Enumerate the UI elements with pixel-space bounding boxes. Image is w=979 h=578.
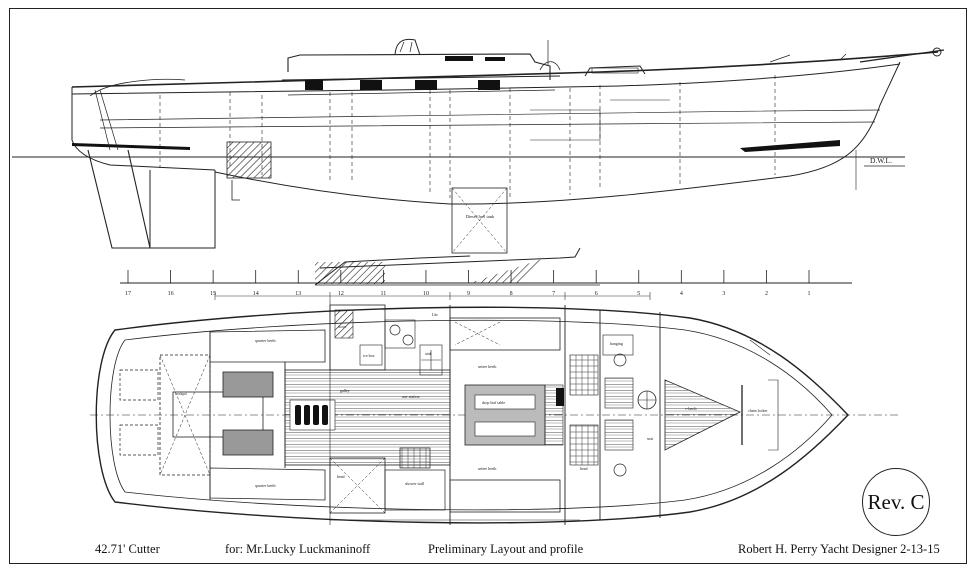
drawing-border bbox=[9, 8, 967, 564]
station-label: 16 bbox=[168, 291, 174, 297]
label-chain-locker: chain locker bbox=[748, 408, 768, 413]
rudder bbox=[87, 149, 151, 249]
label-stove: stove bbox=[338, 324, 347, 329]
label-table: drop leaf table bbox=[482, 400, 505, 405]
v-berth bbox=[664, 379, 741, 451]
keel bbox=[319, 247, 581, 269]
station-labels: 17 16 15 14 13 12 11 10 9 8 7 6 5 4 3 2 1 bbox=[125, 291, 811, 297]
station-label: 2 bbox=[765, 291, 768, 297]
station-label: 10 bbox=[423, 291, 429, 297]
label-quarter-berth-stbd: quarter berth bbox=[255, 483, 276, 488]
station-label: 1 bbox=[808, 291, 811, 297]
station-label: 15 bbox=[210, 291, 216, 297]
client-name: for: Mr.Lucky Luckmaninoff bbox=[225, 542, 371, 556]
label-head: head bbox=[337, 474, 345, 479]
drawing-description: Preliminary Layout and profile bbox=[428, 542, 584, 556]
label-galley: galley bbox=[340, 388, 350, 393]
label-vberth: v-berth bbox=[685, 406, 697, 411]
hull-topsides bbox=[71, 87, 216, 171]
label-deck: cockpit bbox=[175, 391, 188, 396]
station-label: 12 bbox=[338, 291, 344, 297]
revision-stamp: Rev. C bbox=[862, 468, 930, 536]
label-shower: shower stall bbox=[405, 481, 425, 486]
station-label: 6 bbox=[595, 291, 598, 297]
station-label: 13 bbox=[295, 291, 301, 297]
station-label: 3 bbox=[722, 291, 725, 297]
boat-name: 42.71' Cutter bbox=[95, 542, 160, 556]
station-label: 4 bbox=[680, 291, 683, 297]
station-label: 14 bbox=[253, 291, 259, 297]
label-hanging: hanging bbox=[610, 341, 623, 346]
sheer-line bbox=[71, 51, 939, 88]
label-forward-head: head bbox=[580, 466, 588, 471]
station-label: 5 bbox=[637, 291, 640, 297]
profile-view: Diesel/fuel tank bbox=[12, 38, 945, 286]
plan-view bbox=[90, 300, 900, 525]
deck-outline bbox=[95, 306, 849, 524]
plan-labels: quarter berth quarter berth galley nav s… bbox=[175, 312, 768, 488]
label-nav: nav station bbox=[402, 394, 419, 399]
label-ice: ice box bbox=[363, 353, 375, 358]
waterline-label: D.W.L. bbox=[870, 156, 892, 165]
station-label: 11 bbox=[380, 291, 386, 297]
engine-block bbox=[226, 141, 272, 179]
label-locker: Lkr bbox=[432, 312, 438, 317]
station-label: 17 bbox=[125, 291, 131, 297]
hull-bottom bbox=[214, 61, 901, 205]
station-label: 8 bbox=[510, 291, 513, 297]
tank-label: Diesel/fuel tank bbox=[466, 214, 495, 219]
label-settee-port: settee berth bbox=[478, 364, 496, 369]
label-sink: sink bbox=[425, 351, 432, 356]
fuel-tank bbox=[451, 187, 508, 254]
label-settee-stbd: settee berth bbox=[478, 466, 496, 471]
designer-credit: Robert H. Perry Yacht Designer 2-13-15 bbox=[738, 542, 940, 556]
label-quarter-berth-port: quarter berth bbox=[255, 338, 276, 343]
station-label: 7 bbox=[552, 291, 555, 297]
label-seat: seat bbox=[647, 436, 654, 441]
cabin-trunk bbox=[287, 53, 551, 80]
station-label: 9 bbox=[467, 291, 470, 297]
